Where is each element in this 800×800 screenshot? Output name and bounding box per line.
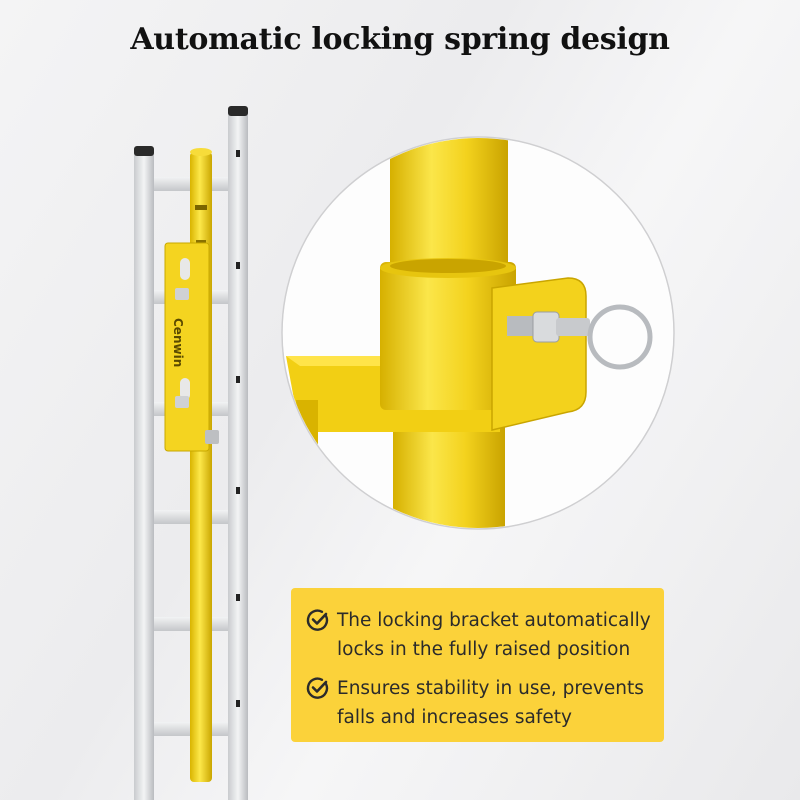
yellow-bracket: Cenwin	[164, 242, 219, 452]
feature-item: Ensures stability in use, prevents falls…	[305, 674, 657, 732]
ladder-left-rail	[134, 146, 154, 800]
zoom-detail-circle	[281, 136, 675, 530]
feature-callout: The locking bracket automatically locks …	[291, 588, 664, 742]
feature-text: The locking bracket automatically locks …	[337, 610, 651, 660]
feature-item: The locking bracket automatically locks …	[305, 606, 657, 664]
page-title: Automatic locking spring design	[130, 22, 670, 57]
brand-logo: Cenwin	[171, 318, 185, 367]
check-circle-icon	[306, 609, 329, 631]
feature-text: Ensures stability in use, prevents falls…	[337, 678, 644, 728]
check-circle-icon	[306, 677, 329, 699]
ladder-right-rail	[228, 106, 248, 800]
